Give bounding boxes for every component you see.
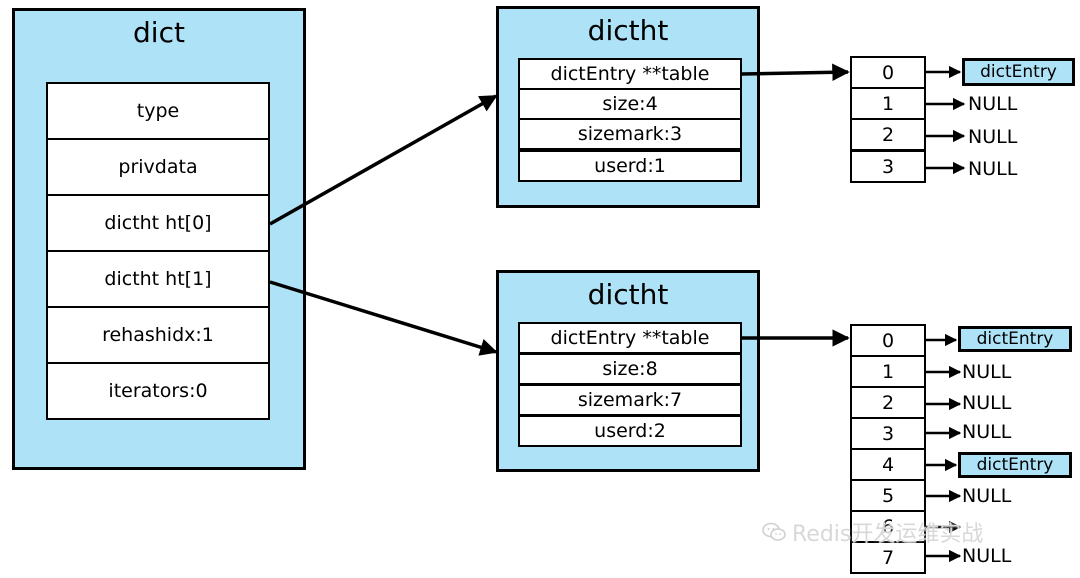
- dict-field-privdata: privdata: [46, 138, 270, 196]
- ht0-bucket-0: 0: [850, 56, 926, 89]
- ht0-bucket-1-null: NULL: [968, 93, 1018, 115]
- ht1-bucket-2: 2: [850, 386, 926, 419]
- dictht-1-title: dictht: [587, 278, 669, 311]
- ht0-bucket-3-null: NULL: [968, 158, 1018, 180]
- ht1-bucket-7: 7: [850, 541, 926, 574]
- dictht-0-field-table: dictEntry **table: [518, 58, 742, 90]
- ht1-bucket-7-null: NULL: [962, 545, 1012, 567]
- ht1-bucket-1-null: NULL: [962, 361, 1012, 383]
- watermark: Redis开发运维实战: [762, 516, 983, 548]
- ht0-bucket-2: 2: [850, 118, 926, 151]
- ht0-bucket-2-null: NULL: [968, 126, 1018, 148]
- dict-field-iterators: iterators:0: [46, 362, 270, 420]
- dictht-0-field-sizemark: sizemark:3: [518, 118, 742, 150]
- ht1-bucket-3-null: NULL: [962, 421, 1012, 443]
- dictht-1-field-table: dictEntry **table: [518, 322, 742, 354]
- dict-field-rehashidx: rehashidx:1: [46, 306, 270, 364]
- ht1-bucket-2-null: NULL: [962, 392, 1012, 414]
- dict-title: dict: [133, 16, 185, 49]
- arrow-dictht0-table-to-array: [741, 63, 850, 82]
- ht1-bucket-5: 5: [850, 479, 926, 512]
- watermark-text: Redis开发运维实战: [792, 522, 984, 547]
- arrow-ht1-to-dictht1: [269, 280, 498, 356]
- dict-field-ht1: dictht ht[1]: [46, 250, 270, 308]
- ht0-bucket-3: 3: [850, 150, 926, 183]
- ht1-bucket-0-entry: dictEntry: [958, 326, 1072, 352]
- arrow-ht0-to-dictht0: [269, 94, 498, 226]
- ht1-bucket-4-entry: dictEntry: [958, 452, 1072, 478]
- dictht-0-field-userd: userd:1: [518, 150, 742, 182]
- dictht-0-title: dictht: [587, 14, 669, 47]
- dictht-1-field-userd: userd:2: [518, 415, 742, 447]
- ht0-bucket-0-entry: dictEntry: [962, 58, 1075, 86]
- ht1-bucket-6: 6: [850, 510, 926, 543]
- ht1-bucket-5-null: NULL: [962, 485, 1012, 507]
- wechat-icon: [762, 522, 786, 541]
- ht1-bucket-3: 3: [850, 417, 926, 450]
